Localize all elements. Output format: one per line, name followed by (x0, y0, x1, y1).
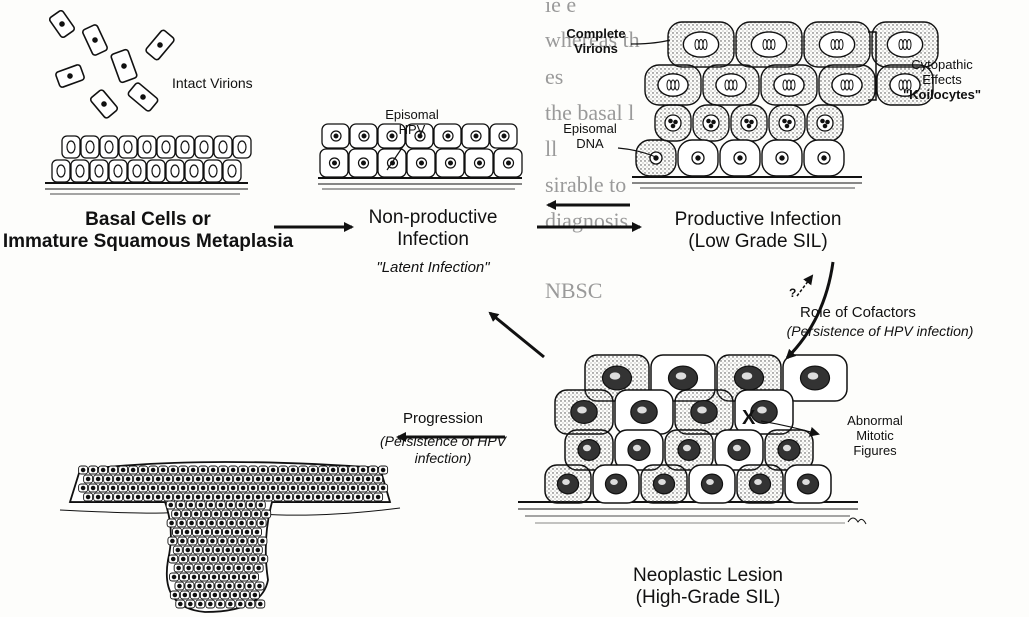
productive-line1: Productive Infection (675, 209, 842, 231)
episomal-hpv-label: Episomal HPV (385, 107, 438, 137)
basal-cells-line1: Basal Cells or (3, 209, 293, 231)
complete-virions-label: Complete Virions (566, 26, 625, 56)
abnormal-mitotic-figures-label: Abnormal Mitotic Figures (847, 413, 903, 458)
progression-note2: infection) (380, 450, 506, 467)
basal-cell (100, 136, 118, 158)
koilocytes-label: "Koilocytes" (903, 87, 981, 102)
basal-cell (71, 160, 89, 182)
productive-tissue (618, 22, 938, 188)
neoplastic-line1: Neoplastic Lesion (633, 565, 783, 587)
progression-note1: (Persistence of HPV (380, 433, 506, 450)
invasive-carcinoma-tissue (60, 462, 400, 612)
abnormal-mitotic-line2: Mitotic (847, 428, 903, 443)
basal-cell (138, 136, 156, 158)
cofactors-label: Role of Cofactors (Persistence of HPV in… (703, 304, 974, 340)
neoplastic-label: Neoplastic Lesion (High-Grade SIL) (633, 565, 783, 609)
basal-cell (109, 160, 127, 182)
progression-title: Progression (380, 410, 506, 428)
nonproductive-line2: Infection (369, 229, 498, 251)
productive-label: Productive Infection (Low Grade SIL) (675, 209, 842, 253)
basal-cell (204, 160, 222, 182)
neoplastic-tissue (518, 355, 866, 524)
basal-cell (90, 160, 108, 182)
abnormal-mitotic-line1: Abnormal (847, 413, 903, 428)
basal-cell (128, 160, 146, 182)
latent-infection-label: "Latent Infection" (369, 257, 498, 279)
cofactors-note: (Persistence of HPV infection) (787, 322, 974, 340)
basal-cells-label: Basal Cells or Immature Squamous Metapla… (3, 209, 293, 253)
episomal-hpv-line2: HPV (385, 122, 438, 137)
basal-cell (166, 160, 184, 182)
cytopathic-effects-label: Cytopathic Effects "Koilocytes" (903, 57, 981, 102)
basal-cell (147, 160, 165, 182)
basal-cell (52, 160, 70, 182)
basal-cell (195, 136, 213, 158)
basal-cell (81, 136, 99, 158)
cofactors-title: Role of Cofactors (743, 304, 974, 322)
basal-cell (176, 136, 194, 158)
basal-cell (214, 136, 232, 158)
intact-virions-group (49, 10, 176, 120)
complete-virions-line2: Virions (566, 41, 625, 56)
cytopathic-line2: Effects (903, 72, 981, 87)
cytopathic-line1: Cytopathic (903, 57, 981, 72)
basal-cells-line2: Immature Squamous Metaplasia (3, 231, 293, 253)
question-mark-label: ? (789, 286, 796, 300)
episomal-hpv-line1: Episomal (385, 107, 438, 122)
episomal-dna-label: Episomal DNA (563, 121, 616, 151)
episomal-dna-line1: Episomal (563, 121, 616, 136)
complete-virions-line1: Complete (566, 26, 625, 41)
basal-cell (233, 136, 251, 158)
basal-cell (223, 160, 241, 182)
nonproductive-label: Non-productive Infection "Latent Infecti… (369, 207, 498, 279)
abnormal-mitotic-line3: Figures (847, 443, 903, 458)
mitotic-figure-mark: X (742, 407, 755, 430)
basal-cell (157, 136, 175, 158)
nonproductive-line1: Non-productive (369, 207, 498, 229)
episomal-dna-line2: DNA (563, 136, 616, 151)
productive-line2: (Low Grade SIL) (675, 231, 842, 253)
intact-virions-label: Intact Virions (172, 75, 253, 91)
basal-cell (62, 136, 80, 158)
progression-label: Progression (Persistence of HPV infectio… (380, 410, 506, 467)
basal-cell (185, 160, 203, 182)
basal-cells-tissue (45, 136, 251, 194)
neoplastic-line2: (High-Grade SIL) (633, 587, 783, 609)
basal-cell (119, 136, 137, 158)
